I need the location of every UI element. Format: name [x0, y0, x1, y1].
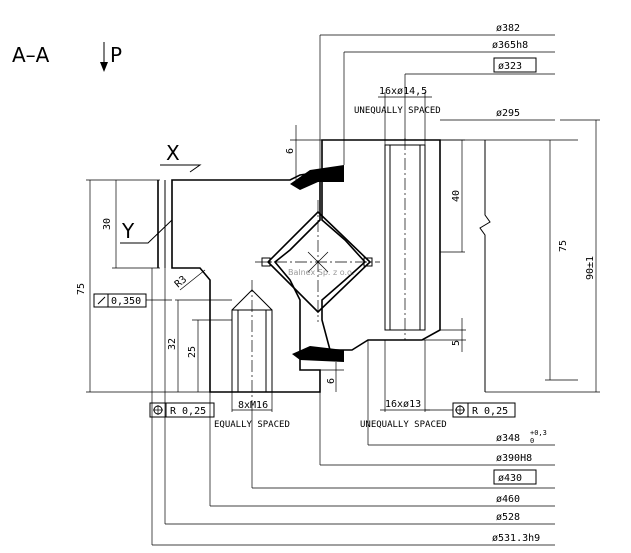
- view-label: P: [110, 43, 122, 67]
- seal-bottom: [292, 346, 344, 362]
- label-y: Y: [121, 219, 135, 243]
- pos-tol-right: [425, 402, 516, 418]
- dim-left-32: [175, 299, 232, 392]
- dim-holes-top: [378, 92, 432, 145]
- dim-left-75: [86, 179, 210, 393]
- d390-label: ø390H8: [496, 453, 532, 464]
- d365-label: ø365h8: [492, 40, 528, 51]
- dim-d528: [164, 268, 555, 525]
- dim-left-30: [112, 179, 160, 269]
- dim-75-label: 75: [76, 283, 87, 295]
- d348-tol-up: +0,3: [530, 429, 547, 437]
- unequal-top-label: UNEQUALLY SPACED: [354, 106, 441, 116]
- dim-d531: [151, 268, 555, 546]
- dim-75r-label: 75: [558, 240, 569, 252]
- outer-ring: [171, 171, 321, 400]
- inner-ring: [321, 138, 441, 351]
- dim-right-6a: [290, 125, 322, 182]
- d382-label: ø382: [496, 23, 520, 34]
- d323-label: ø323: [498, 61, 522, 72]
- dim-right-75r: [440, 139, 578, 381]
- runout-value: 0,350: [111, 296, 141, 307]
- pos-right-label: R 0,25: [472, 406, 508, 417]
- label-x: X: [166, 141, 180, 165]
- runout-frame: [93, 293, 172, 308]
- dim-d382: [319, 34, 555, 172]
- dim-25-label: 25: [187, 346, 198, 358]
- dim-6b-label: 6: [326, 378, 337, 384]
- dim-right-90: [485, 119, 600, 393]
- unequal-bottom-label: UNEQUALLY SPACED: [360, 420, 447, 430]
- roller-element: [255, 200, 380, 322]
- seal-top: [290, 165, 344, 190]
- dim-right-6b: [310, 362, 344, 392]
- section-title: A–A: [12, 43, 50, 67]
- view-arrow-icon: [100, 42, 108, 72]
- dim-d323: [404, 57, 555, 140]
- dim-90-label: 90±1: [585, 256, 596, 280]
- holes-top-label: 16xø14,5: [379, 86, 427, 97]
- d528-label: ø528: [496, 512, 520, 523]
- dim-d365: [343, 51, 555, 165]
- d348-label: ø348: [496, 433, 520, 444]
- break-line: [479, 140, 491, 392]
- r3-label: R3: [173, 274, 189, 290]
- d531-label: ø531.3h9: [492, 533, 540, 544]
- d295-label: ø295: [496, 108, 520, 119]
- d430-label: ø430: [498, 473, 522, 484]
- dim-d390: [319, 392, 555, 466]
- dim-holes-bottom: [380, 340, 430, 412]
- d348-tol-lo: 0: [530, 437, 534, 445]
- dim-right-5: [368, 318, 466, 352]
- dim-d460: [209, 392, 555, 507]
- dim-32-label: 32: [167, 338, 178, 350]
- holes-bottom-label: 16xø13: [385, 399, 421, 410]
- dim-6a-label: 6: [285, 148, 296, 154]
- dim-d348: [367, 340, 555, 446]
- dim-d430: [251, 400, 555, 489]
- dim-30-label: 30: [102, 218, 113, 230]
- dim-5-label: 5: [451, 340, 462, 346]
- tap-label: 8xM16: [238, 400, 268, 411]
- watermark-text: Balnex Sp. z o.o.: [288, 268, 354, 277]
- pos-left-label: R 0,25: [170, 406, 206, 417]
- dim-40-label: 40: [451, 190, 462, 202]
- pos-tol-left: [149, 402, 215, 418]
- d460-label: ø460: [496, 494, 520, 505]
